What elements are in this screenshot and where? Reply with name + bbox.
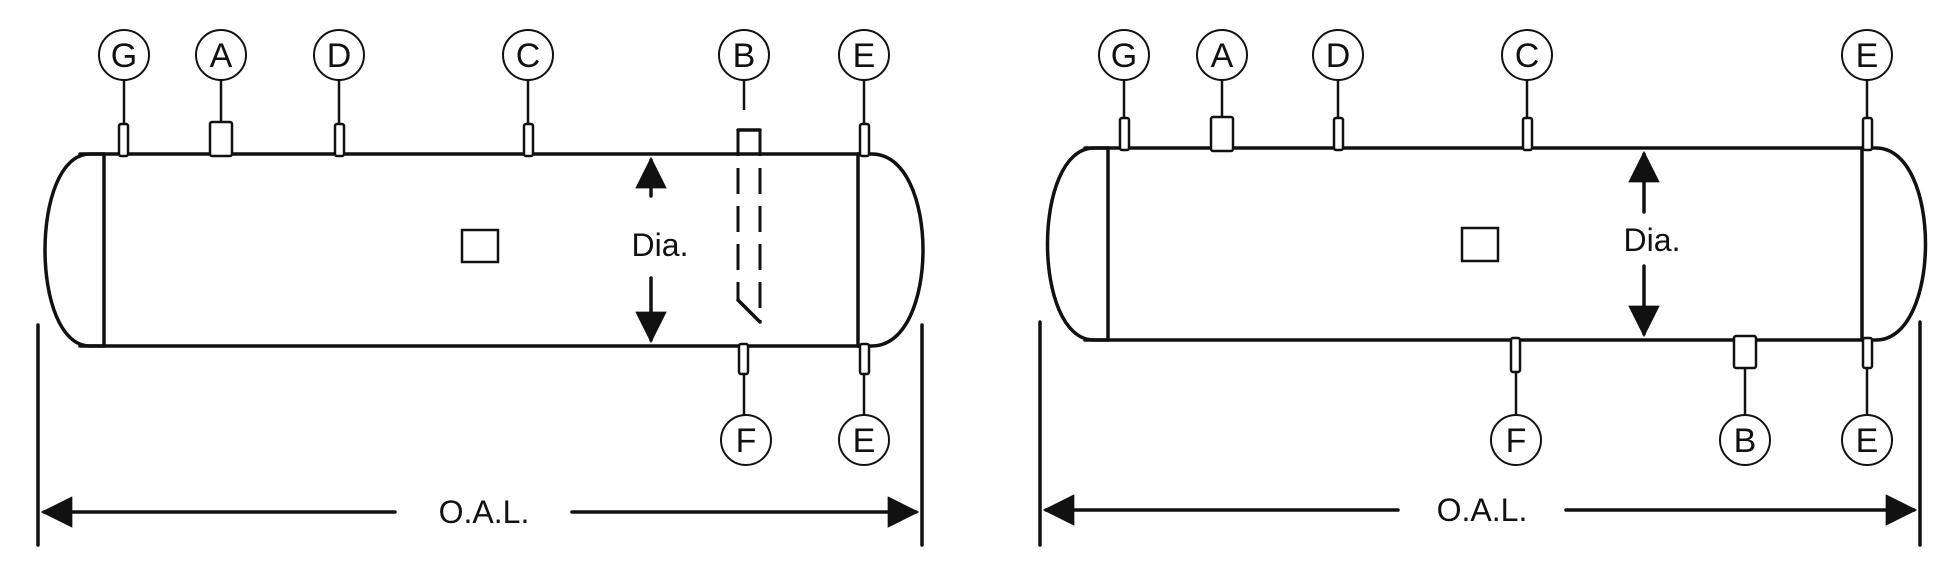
- svg-text:B: B: [733, 37, 756, 75]
- left-label-e-top: E: [838, 29, 890, 81]
- svg-text:B: B: [1734, 422, 1757, 460]
- right-label-g: G: [1098, 29, 1150, 81]
- svg-text:D: D: [327, 37, 352, 75]
- svg-text:C: C: [516, 37, 541, 75]
- svg-text:D: D: [1326, 37, 1351, 75]
- right-nozzle-c: [1521, 116, 1534, 152]
- left-nozzle-f: [737, 342, 750, 376]
- right-nozzle-b: [1732, 334, 1758, 370]
- svg-text:F: F: [736, 422, 757, 460]
- left-label-g: G: [98, 29, 150, 81]
- right-nozzle-e-bottom: [1861, 336, 1874, 370]
- left-nozzle-a: [208, 120, 234, 158]
- left-oal-dimension: O.A.L.: [36, 323, 924, 547]
- left-nozzle-d: [333, 122, 346, 158]
- right-nozzle-e-top: [1861, 116, 1874, 152]
- left-tank: Dia. G A D: [36, 29, 925, 547]
- right-label-c: C: [1501, 29, 1553, 81]
- svg-text:E: E: [1856, 37, 1879, 75]
- svg-text:E: E: [1856, 422, 1879, 460]
- svg-text:A: A: [210, 37, 233, 75]
- svg-text:G: G: [1111, 37, 1137, 75]
- svg-text:F: F: [1506, 422, 1527, 460]
- left-nozzle-e-bottom: [858, 342, 871, 376]
- right-label-b: B: [1719, 414, 1771, 466]
- right-oal-dimension: O.A.L.: [1038, 320, 1922, 547]
- svg-text:E: E: [853, 422, 876, 460]
- right-dia-dimension: Dia.: [1624, 150, 1681, 338]
- left-nozzle-e-top: [858, 122, 871, 158]
- left-label-c: C: [502, 29, 554, 81]
- svg-text:A: A: [1211, 37, 1234, 75]
- left-label-e-bottom: E: [838, 414, 890, 466]
- right-nozzle-a: [1209, 115, 1235, 153]
- right-label-f: F: [1490, 414, 1542, 466]
- right-nozzle-f: [1509, 336, 1522, 374]
- left-label-f: F: [720, 414, 772, 466]
- right-label-a: A: [1196, 29, 1248, 81]
- left-dip-tube: [736, 128, 762, 324]
- left-label-d: D: [313, 29, 365, 81]
- svg-text:C: C: [1515, 37, 1540, 75]
- right-dia-label: Dia.: [1624, 222, 1681, 258]
- left-manway: [460, 228, 500, 264]
- left-dia-dimension: Dia.: [632, 156, 689, 344]
- right-tank: Dia. G A D C E F B E: [1038, 29, 1928, 547]
- left-label-a: A: [195, 29, 247, 81]
- right-label-d: D: [1312, 29, 1364, 81]
- left-dia-label: Dia.: [632, 227, 689, 263]
- right-nozzle-g: [1118, 116, 1131, 152]
- svg-text:G: G: [111, 37, 137, 75]
- left-label-b: B: [718, 29, 770, 81]
- svg-text:E: E: [853, 37, 876, 75]
- left-nozzle-g: [117, 122, 130, 158]
- left-oal-label: O.A.L.: [439, 494, 530, 530]
- right-oal-label: O.A.L.: [1437, 492, 1528, 528]
- left-nozzle-c: [522, 122, 535, 158]
- right-manway: [1460, 226, 1500, 263]
- right-nozzle-d: [1332, 116, 1345, 152]
- right-label-e-bottom: E: [1841, 414, 1893, 466]
- right-label-e-top: E: [1841, 29, 1893, 81]
